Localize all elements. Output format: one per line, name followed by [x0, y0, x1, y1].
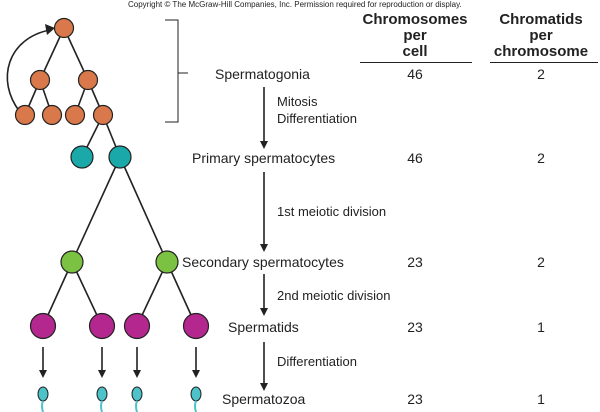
spermatozoon: [131, 386, 143, 412]
chromosomes-value: 23: [407, 254, 423, 270]
chromosomes-value: 23: [407, 319, 423, 335]
spermatid-cell: [88, 312, 116, 340]
chromatids-value: 1: [537, 391, 545, 407]
primary-spermatocyte-cell: [108, 145, 132, 169]
secondary-spermatocyte-cell: [60, 250, 84, 274]
spermatogonium-cell: [53, 17, 75, 39]
process-label-2nd-meiotic-division: 2nd meiotic division: [277, 288, 391, 303]
spermatid-cell: [123, 312, 151, 340]
chromosomes-value: 23: [407, 391, 423, 407]
header-chromatids-per-chromosome: Chromatids per chromosome: [493, 11, 589, 60]
spermatogonium-cell: [29, 69, 51, 91]
header-underline: [360, 62, 472, 63]
spermatid-cells: [29, 312, 210, 340]
spermatogonia-bracket: [165, 19, 179, 123]
spermatogonium-cell: [14, 104, 36, 126]
differentiation-arrows: [39, 347, 200, 378]
stage-label-spermatogonia: Spermatogonia: [215, 66, 310, 82]
chromosomes-value: 46: [407, 150, 423, 166]
spermatid-cell: [182, 312, 210, 340]
stage-label-spermatozoa: Spermatozoa: [222, 391, 306, 407]
chromosomes-value: 46: [407, 66, 423, 82]
header-chromosomes-per-cell: Chromosomes per cell: [362, 11, 468, 60]
chromatids-value: 2: [537, 66, 545, 82]
spermatogonia-cells: [14, 17, 114, 126]
spermatozoon: [37, 386, 49, 412]
process-label-differentiation: Differentiation: [277, 354, 357, 369]
primary-spermatocyte-cell: [70, 145, 94, 169]
stage-label-secondary-spermatocytes: Secondary spermatocytes: [182, 254, 344, 270]
chromatids-value: 2: [537, 150, 545, 166]
spermatogonium-cell: [41, 104, 63, 126]
self-renewal-arrow: [6, 29, 51, 113]
spermatid-cell: [29, 312, 57, 340]
header-underline: [490, 62, 598, 63]
process-arrows: [260, 87, 268, 391]
stage-label-primary-spermatocytes: Primary spermatocytes: [192, 150, 336, 166]
lineage-lines: [24, 27, 197, 327]
spermatozoon: [190, 386, 202, 412]
secondary-spermatocyte-cells: [60, 250, 179, 274]
primary-spermatocyte-cells: [70, 145, 132, 169]
process-label-1st-meiotic-division: 1st meiotic division: [277, 204, 387, 219]
self-renewal-arrowhead: [45, 24, 55, 35]
spermatozoon: [96, 386, 108, 412]
copyright-notice: Copyright © The McGraw-Hill Companies, I…: [128, 0, 462, 9]
spermatogonium-cell: [64, 104, 86, 126]
spermatogonium-cell: [77, 69, 99, 91]
chromatids-value: 2: [537, 254, 545, 270]
process-label-mitosis-differentiation: Mitosis Differentiation: [277, 94, 357, 126]
stage-label-spermatids: Spermatids: [228, 319, 299, 335]
spermatogonium-cell: [92, 104, 114, 126]
spermatozoa-cells: [37, 386, 202, 412]
secondary-spermatocyte-cell: [155, 250, 179, 274]
chromatids-value: 1: [537, 319, 545, 335]
